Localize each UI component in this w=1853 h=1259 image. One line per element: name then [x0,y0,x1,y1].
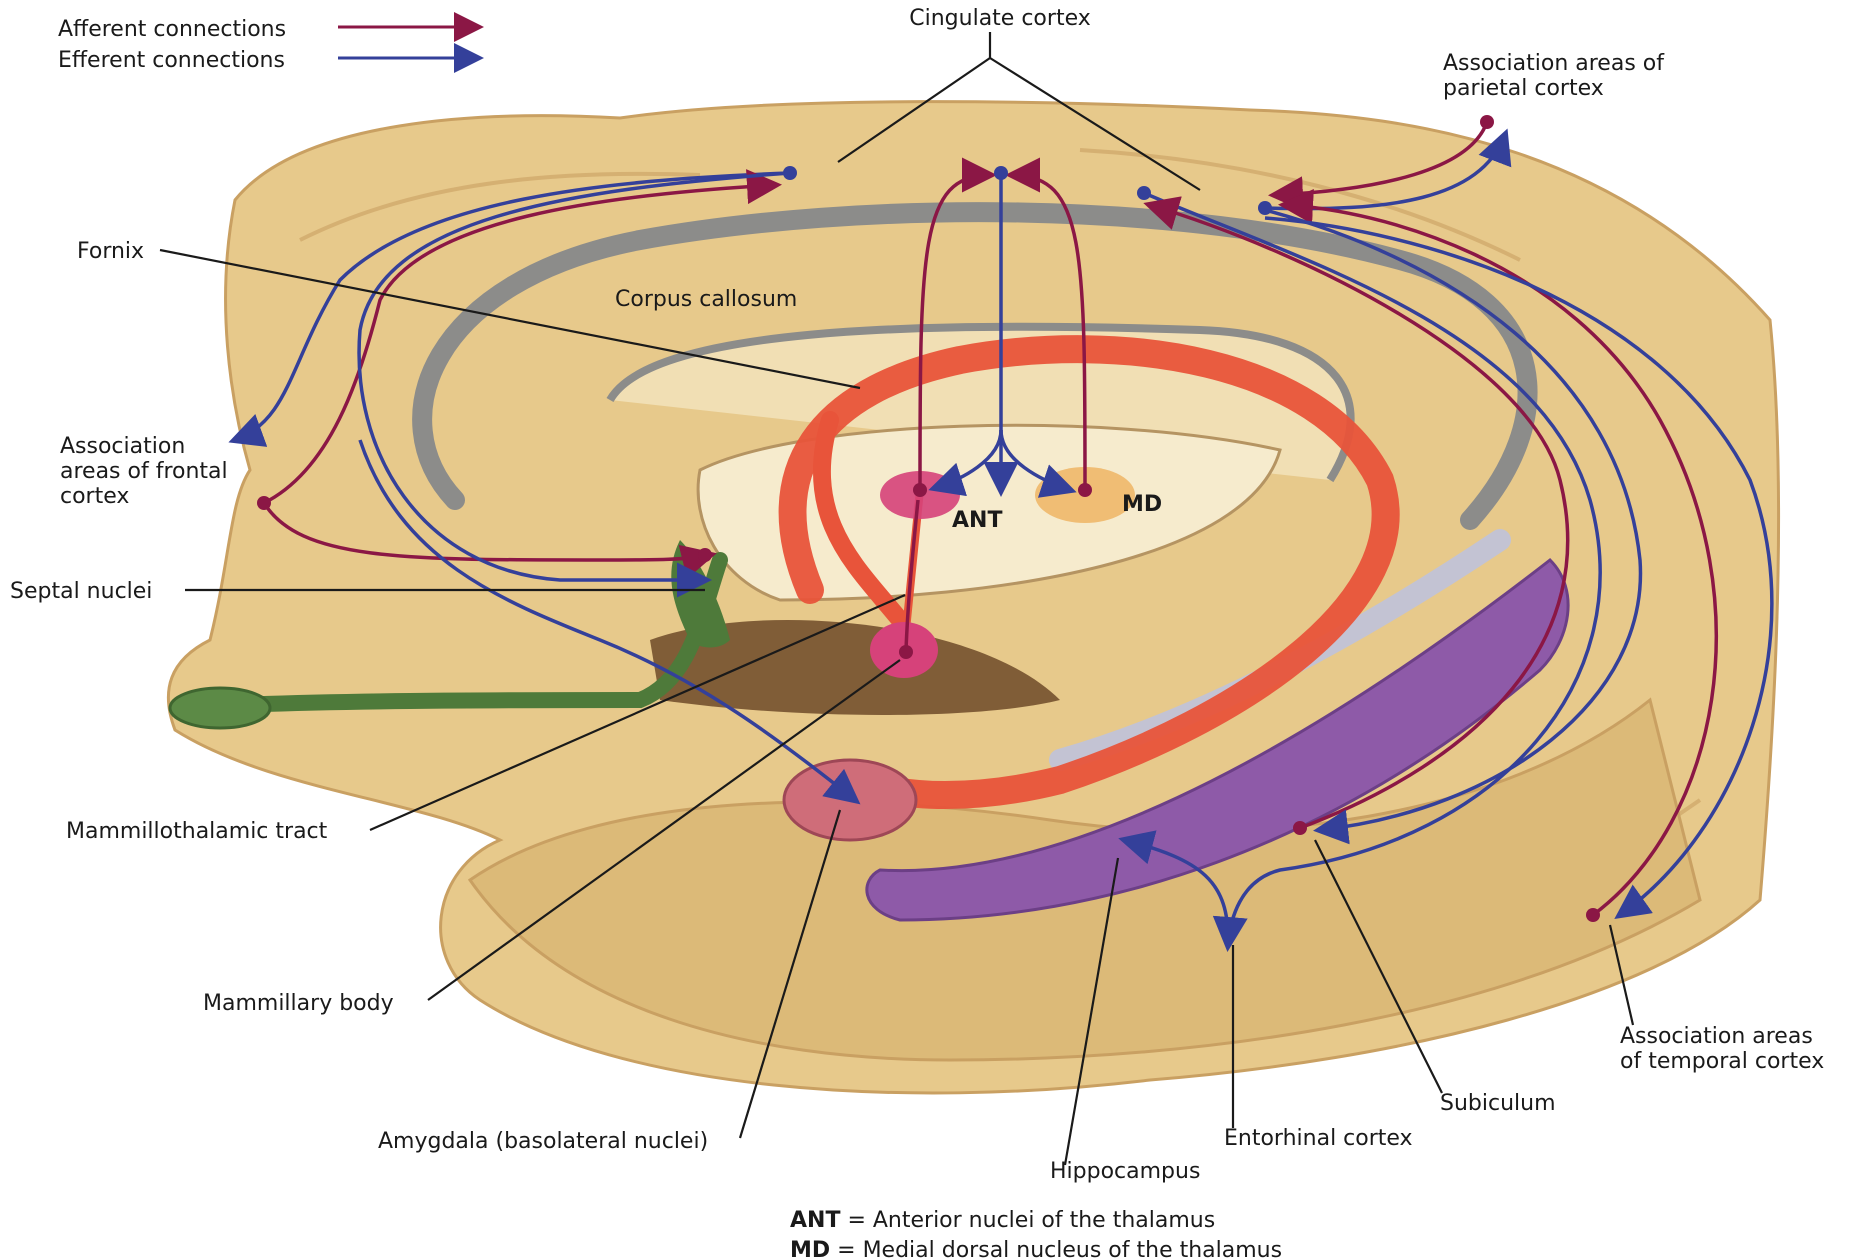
brain-illustration [168,102,1778,1093]
cingulate-dot-right [1137,186,1151,200]
amygdala-shape [784,760,916,840]
parietal-label-line1: Association areas of [1443,51,1665,76]
footnote-md-def: = Medial dorsal nucleus of the thalamus [830,1238,1282,1259]
legend-afferent-label: Afferent connections [58,17,286,42]
footnote-md: MD = Medial dorsal nucleus of the thalam… [790,1238,1282,1259]
hippocampus-label: Hippocampus [1050,1159,1200,1184]
mammillothalamic-label: Mammillothalamic tract [66,819,328,844]
temporal-label-line2: of temporal cortex [1620,1049,1824,1074]
amygdala-label: Amygdala (basolateral nuclei) [378,1129,708,1154]
septal-nuclei-label: Septal nuclei [10,579,152,604]
ant-dot [913,483,927,497]
ant-label: ANT [952,508,1002,533]
frontal-label-line1: Association [60,434,185,459]
md-label: MD [1122,492,1162,517]
footnote-ant-abbr: ANT [790,1208,840,1233]
entorhinal-label: Entorhinal cortex [1224,1126,1413,1151]
cingulate-dot-left [783,166,797,180]
fornix-label: Fornix [77,239,144,264]
frontal-label-line3: cortex [60,484,129,509]
temporal-label-line1: Association areas [1620,1024,1813,1049]
parietal-dot [1480,115,1494,129]
footnotes: ANT = Anterior nuclei of the thalamus MD… [790,1208,1282,1259]
olfactory-bulb [170,688,270,728]
mammillary-body-label: Mammillary body [203,991,394,1016]
footnote-ant: ANT = Anterior nuclei of the thalamus [790,1208,1215,1233]
temporal-dot [1586,908,1600,922]
subiculum-label: Subiculum [1440,1091,1556,1116]
legend: Afferent connections Efferent connection… [58,17,478,73]
footnote-ant-def: = Anterior nuclei of the thalamus [840,1208,1215,1233]
legend-efferent-label: Efferent connections [58,48,285,73]
footnote-md-abbr: MD [790,1238,830,1259]
corpus-callosum-label: Corpus callosum [615,287,797,312]
mammillary-dot [899,645,913,659]
subiculum-dot [1293,821,1307,835]
md-dot [1078,483,1092,497]
cingulate-dot-center [994,166,1008,180]
septal-dot [698,548,712,562]
cingulate-cortex-label: Cingulate cortex [909,6,1090,31]
frontal-dot [257,496,271,510]
frontal-label-line2: areas of frontal [60,459,228,484]
parietal-label-line2: parietal cortex [1443,76,1604,101]
parietal-cingulate-dot [1258,201,1272,215]
